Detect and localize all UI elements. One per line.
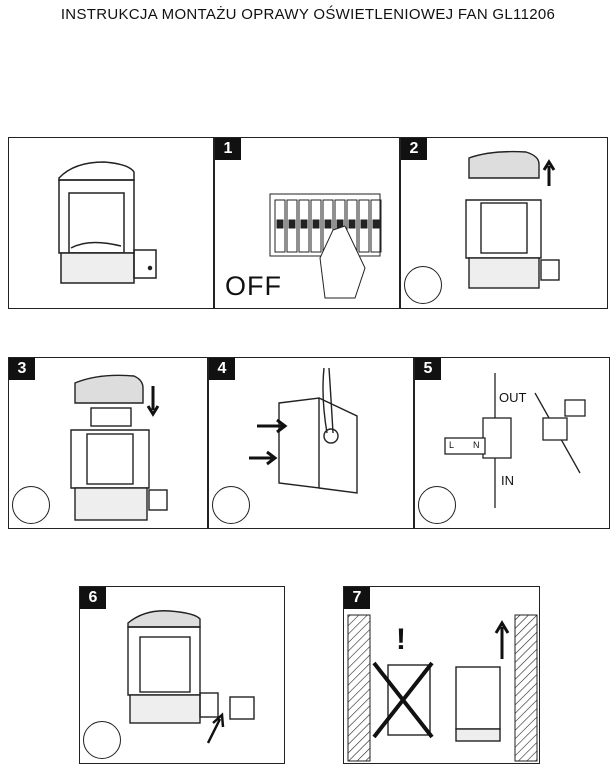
arrow-down-icon — [146, 386, 160, 417]
remove-cap-illustration — [465, 150, 560, 289]
cross-icon — [372, 661, 434, 739]
page-title: INSTRUKCJA MONTAŻU OPRAWY OŚWIETLENIOWEJ… — [60, 6, 556, 23]
panel-step-4: 4 — [208, 357, 414, 529]
lamp-illustration — [58, 161, 157, 284]
step-number-3: 3 — [9, 358, 35, 380]
arrow-up-icon — [542, 159, 556, 186]
panel-step-3: 3 — [8, 357, 208, 529]
step-number-2: 2 — [401, 138, 427, 160]
arrow-right-icon — [249, 450, 278, 466]
arrow-right-icon — [257, 418, 288, 434]
screwdriver-icon — [83, 721, 121, 759]
clearance-illustration — [347, 614, 538, 762]
panel-step-1: 1 OFF — [214, 137, 400, 309]
step-number-7: 7 — [344, 587, 370, 609]
install-cap-illustration — [70, 374, 168, 521]
off-caption: OFF — [225, 271, 282, 301]
arrow-up-icon — [206, 712, 225, 744]
label-l: L — [449, 440, 455, 450]
step-number-1: 1 — [215, 138, 241, 160]
warning-mark: ! — [396, 623, 406, 656]
wiring-illustration — [444, 373, 586, 508]
screwdriver-icon — [404, 266, 442, 304]
panel-step-6: 6 — [79, 586, 285, 764]
screwdriver-icon — [418, 486, 456, 524]
panel-step-7: 7 ! — [343, 586, 540, 764]
label-out: OUT — [499, 390, 527, 405]
step-number-6: 6 — [80, 587, 106, 609]
arrow-up-icon — [494, 620, 510, 659]
step-number-5: 5 — [415, 358, 441, 380]
label-in: IN — [501, 473, 514, 488]
screwdriver-icon — [212, 486, 250, 524]
step-number-4: 4 — [209, 358, 235, 380]
mounting-bracket-illustration — [249, 367, 358, 494]
panel-step-5: 5 OUT IN L N — [414, 357, 610, 529]
fix-lamp-illustration — [127, 610, 255, 744]
screwdriver-icon — [12, 486, 50, 524]
panel-product — [8, 137, 214, 309]
panel-step-2: 2 — [400, 137, 608, 309]
label-n: N — [473, 440, 480, 450]
breaker-panel-illustration — [269, 193, 382, 299]
